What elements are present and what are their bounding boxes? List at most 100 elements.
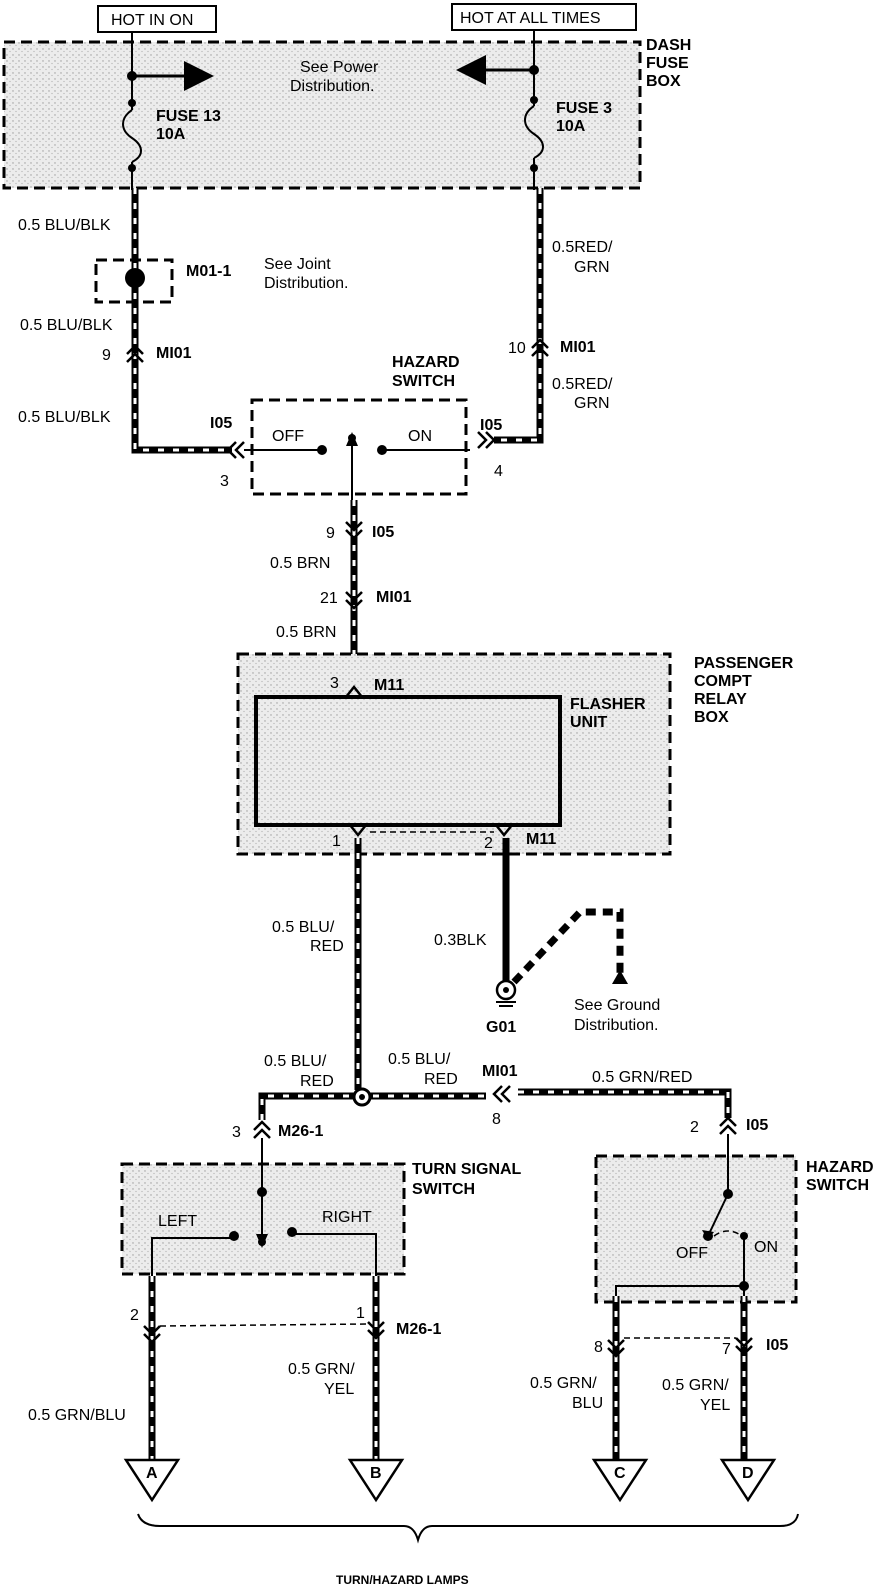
connector-i05-bottom-label: I05 <box>372 524 394 541</box>
connector-i05-right-label: I05 <box>480 417 502 434</box>
connector-m11-top-label: M11 <box>374 677 404 694</box>
wire-label-grn-yel-b-1: 0.5 GRN/ <box>288 1361 355 1378</box>
svg-text:B: B <box>370 1465 382 1482</box>
ground-distribution-dashed-link <box>511 908 624 985</box>
wire-label-red-grn-2b: GRN <box>574 395 610 412</box>
relay-box-title-3: RELAY <box>694 691 747 708</box>
wire-blu-blk-left <box>131 188 232 454</box>
wire-label-grn-yel-d-2: YEL <box>700 1397 730 1414</box>
connector-i05-pin4 <box>477 431 496 449</box>
splice-left-label-2: RED <box>300 1073 334 1090</box>
terminal-d: D <box>719 1458 777 1503</box>
wire-red-grn-right <box>494 188 544 444</box>
svg-text:A: A <box>146 1465 158 1482</box>
connector-i05-left-label: I05 <box>210 415 232 432</box>
pin-2-m26-label: 2 <box>130 1307 139 1324</box>
wire-grn-red-bus <box>518 1088 732 1118</box>
connector-m26-1-pin1 <box>367 1321 385 1340</box>
splice-right-label-2: RED <box>424 1071 458 1088</box>
pin-9-i05-label: 9 <box>326 525 335 542</box>
pin-m11-2-terminal <box>495 824 513 838</box>
wire-label-grn-blu-a: 0.5 GRN/BLU <box>28 1407 126 1424</box>
connector-mi01-pin8-label: MI01 <box>482 1063 518 1080</box>
connector-i05-pin3 <box>226 441 245 459</box>
svg-text:HOT AT ALL TIMES: HOT AT ALL TIMES <box>460 10 601 27</box>
joint-m01-1-box <box>94 258 174 304</box>
pin-8-mi01-label: 8 <box>492 1111 501 1128</box>
svg-text:10A: 10A <box>156 126 186 143</box>
connector-i05-pin2 <box>719 1116 737 1135</box>
connector-m26-1-top-label: M26-1 <box>278 1123 323 1140</box>
fuse-13: FUSE 13 10A <box>122 32 221 190</box>
joint-m01-1-node <box>125 268 145 288</box>
wire-label-red-grn-2a: 0.5RED/ <box>552 376 613 393</box>
connector-i05-bottom-out-label: I05 <box>766 1337 788 1354</box>
wire-label-red-grn-1a: 0.5RED/ <box>552 239 613 256</box>
pin-10-label: 10 <box>508 340 526 357</box>
connector-m26-1-pin2 <box>143 1325 161 1344</box>
terminal-b: B <box>347 1458 405 1503</box>
wire-label-blk: 0.3BLK <box>434 932 487 949</box>
connector-m11-bottom-label: M11 <box>526 831 556 848</box>
svg-text:10A: 10A <box>556 118 586 135</box>
relay-box-title-2: COMPT <box>694 673 752 690</box>
connector-i05-pin2-label: I05 <box>746 1117 768 1134</box>
turn-left-label: LEFT <box>158 1213 197 1230</box>
terminal-a: A <box>123 1458 181 1503</box>
pin-9-label: 9 <box>102 347 111 364</box>
connector-mi01-pin21 <box>345 591 363 610</box>
pin-m11-3-label: 3 <box>330 675 339 692</box>
connector-mi01-pin9 <box>126 344 144 363</box>
turn-right-label: RIGHT <box>322 1209 372 1226</box>
hazard-switch-bottom-zone <box>594 1154 798 1304</box>
hazard-top-off-label: OFF <box>272 428 304 445</box>
pin-m11-1-terminal <box>349 824 367 838</box>
hazard-switch-bottom-title-2: SWITCH <box>806 1177 869 1194</box>
connector-mi01-pin8 <box>492 1085 511 1103</box>
hazard-bottom-off-label: OFF <box>676 1245 708 1262</box>
hazard-top-on-label: ON <box>408 428 432 445</box>
hot-in-on-box: HOT IN ON <box>97 5 217 33</box>
pin-2-i05-label: 2 <box>690 1119 699 1136</box>
ground-distribution-text: Distribution. <box>574 1017 658 1034</box>
wire-label-blu-blk-2: 0.5 BLU/BLK <box>20 317 113 334</box>
dash-fuse-box-label-2: FUSE <box>646 55 689 72</box>
pin-4-label: 4 <box>494 463 503 480</box>
hazard-switch-top-box <box>250 398 468 496</box>
wire-label-grn-blu-c-2: BLU <box>572 1395 603 1412</box>
ground-arrow-icon <box>612 970 628 984</box>
wire-label-red-grn-1b: GRN <box>574 259 610 276</box>
pin-1-m26-label: 1 <box>356 1305 365 1322</box>
pin-3-label: 3 <box>220 473 229 490</box>
pin-m11-3-terminal <box>345 684 363 698</box>
hazard-switch-top-title-2: SWITCH <box>392 373 455 390</box>
splice-right-label-1: 0.5 BLU/ <box>388 1051 451 1068</box>
dash-fuse-box-label-1: DASH <box>646 37 691 54</box>
svg-text:FUSE 3: FUSE 3 <box>556 100 612 117</box>
splice-left-label-1: 0.5 BLU/ <box>264 1053 327 1070</box>
ground-g01-label: G01 <box>486 1019 516 1036</box>
pin-m11-1-label: 1 <box>332 833 341 850</box>
pin-m11-2-label: 2 <box>484 835 493 852</box>
power-distribution-text: Distribution. <box>290 78 374 95</box>
flasher-unit-label-1: FLASHER <box>570 696 646 713</box>
wire-label-blu-blk-1: 0.5 BLU/BLK <box>18 217 111 234</box>
see-ground-text: See Ground <box>574 997 660 1014</box>
turn-signal-contacts <box>151 1138 377 1276</box>
wire-blu-red-bus <box>258 1092 486 1120</box>
connector-mi01-label-left: MI01 <box>156 345 192 362</box>
wire-label-grn-red: 0.5 GRN/RED <box>592 1069 692 1086</box>
wire-label-grn-yel-d-1: 0.5 GRN/ <box>662 1377 729 1394</box>
footer-turn-hazard-lamps: TURN/HAZARD LAMPS <box>336 1573 469 1584</box>
pin-7-i05-label: 7 <box>722 1341 731 1358</box>
m26-1-connector-dash <box>159 1323 369 1327</box>
joint-m01-1-label: M01-1 <box>186 263 231 280</box>
turn-signal-switch-title-1: TURN SIGNAL <box>412 1161 522 1178</box>
joint-distribution-text: Distribution. <box>264 275 348 292</box>
splice-node <box>352 1087 372 1107</box>
see-joint-text: See Joint <box>264 256 331 273</box>
footer-brace <box>137 1513 799 1544</box>
ground-g01-symbol <box>495 979 517 1007</box>
see-power-text: See Power <box>300 59 379 76</box>
